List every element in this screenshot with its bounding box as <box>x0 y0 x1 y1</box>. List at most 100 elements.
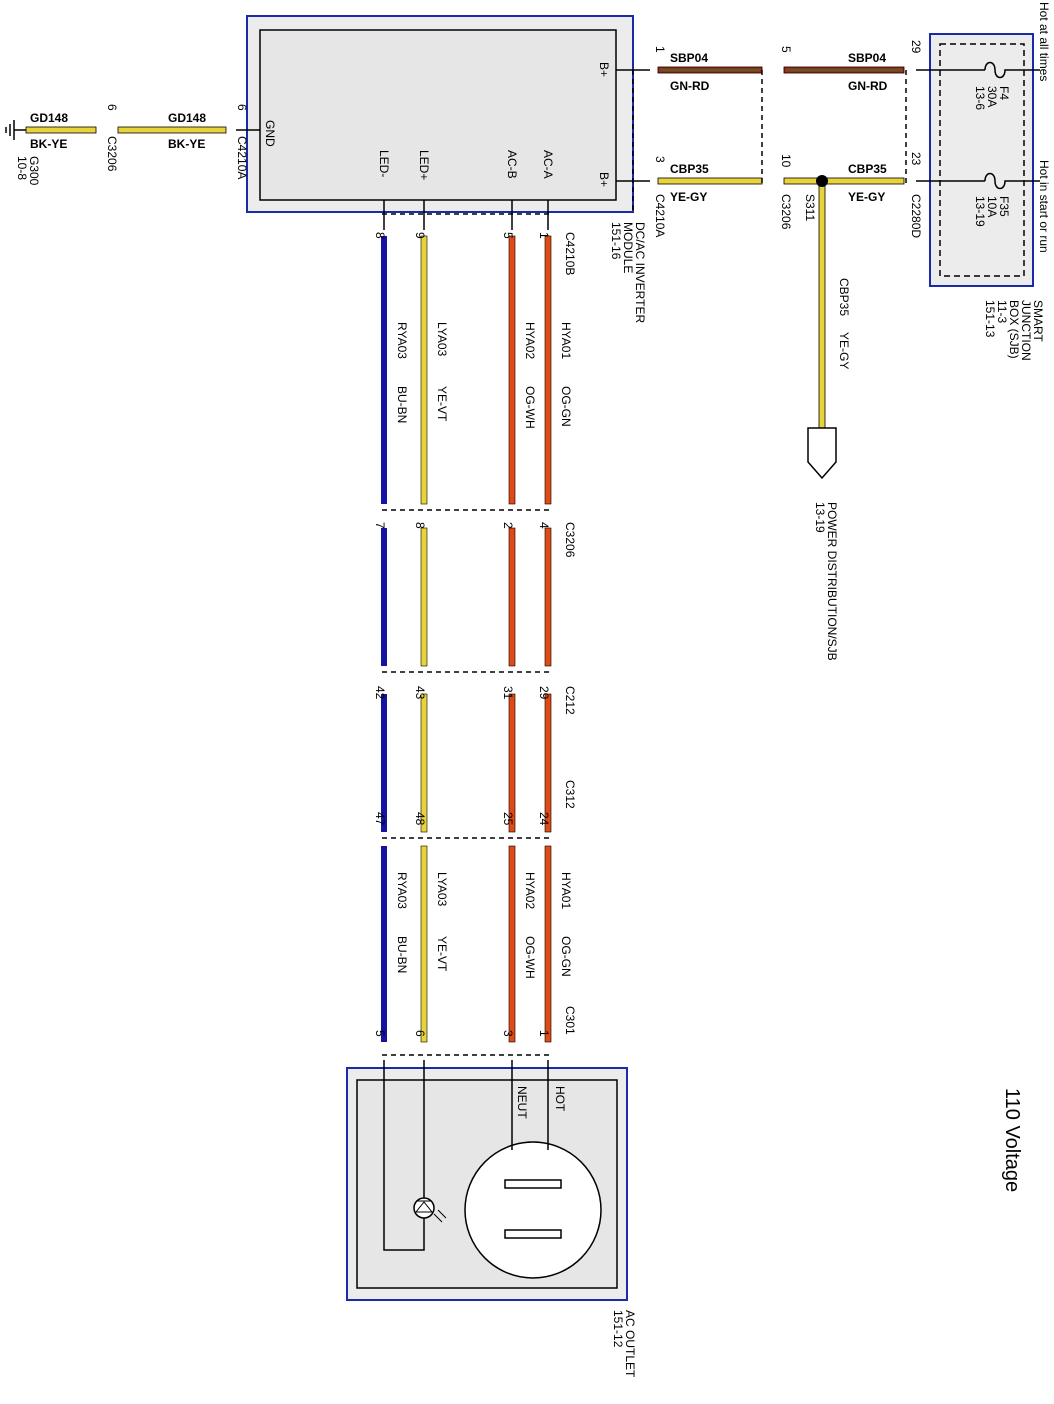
w4-circuit-lower: HYA01 <box>559 872 573 909</box>
s311-label: S311 <box>803 194 817 221</box>
pin-led-plus-label: LED+ <box>417 150 431 180</box>
c212-name: C212 <box>563 686 577 715</box>
w3-circuit-upper: HYA02 <box>523 322 537 359</box>
sjb-box <box>929 33 1034 287</box>
pin-23: 23 <box>909 152 923 166</box>
c4210a-gnd-pin: 6 <box>235 104 249 111</box>
w4-color-lower: OG-GN <box>559 936 573 977</box>
fuse-f4-id: F4 <box>997 86 1011 100</box>
fuse-f35-id: F35 <box>997 196 1011 217</box>
gd-right-circuit: GD148 <box>168 111 206 125</box>
c3206-b: C3206 <box>779 194 793 230</box>
pin-number: 31 <box>501 686 515 700</box>
w4-circuit-upper: HYA01 <box>559 322 573 359</box>
pin-ac-a-label: AC-A <box>541 150 555 179</box>
ac-outlet-box <box>346 1060 628 1301</box>
c4210b-name: C4210B <box>563 232 577 275</box>
fuse-f4-amps: 30A <box>985 86 999 107</box>
outlet-name: AC OUTLET <box>623 1310 637 1378</box>
pin-number: 47 <box>373 812 387 826</box>
sjb-name3: BOX (SJB) <box>1007 300 1021 359</box>
power-distribution-arrow <box>807 427 837 480</box>
cbp-right-circuit: CBP35 <box>848 162 887 176</box>
c3206-gnd: C3206 <box>105 136 119 172</box>
w1-circuit-lower: RYA03 <box>395 872 409 909</box>
pin-number: 48 <box>413 812 427 826</box>
w1-circuit-upper: RYA03 <box>395 322 409 359</box>
c3206-gnd-pin: 6 <box>105 104 119 111</box>
fuse-f4-icon <box>984 61 1040 79</box>
pin-number: 25 <box>501 812 515 826</box>
pin-number: 5 <box>501 232 515 239</box>
wire-hya01 <box>544 200 552 1043</box>
sbp-right-color: GN-RD <box>848 79 888 93</box>
cbp-down-color: YE-GY <box>837 332 851 369</box>
pin-number: 9 <box>413 232 427 239</box>
w3-circuit-lower: HYA02 <box>523 872 537 909</box>
fuse-f35-ref: 13-19 <box>973 196 987 227</box>
wire-cbp35 <box>616 175 985 480</box>
sbp-right-circuit: SBP04 <box>848 51 886 65</box>
w2-color-upper: YE-VT <box>435 386 449 422</box>
hot-start-run-label: Hot in start or run <box>1037 160 1051 253</box>
outlet-hot-label: HOT <box>553 1086 567 1112</box>
splice-s311 <box>816 175 828 187</box>
gd-left-circuit: GD148 <box>30 111 68 125</box>
w2-circuit-lower: LYA03 <box>435 872 449 907</box>
pin-10: 10 <box>779 154 793 168</box>
gd-left-color: BK-YE <box>30 137 67 151</box>
receptacle-slot <box>504 1229 562 1239</box>
c4210a-gnd: C4210A <box>235 136 249 179</box>
sjb-name: SMART <box>1031 300 1045 342</box>
wire-rya03 <box>381 200 387 1042</box>
c312-name: C312 <box>563 780 577 809</box>
w4-color-upper: OG-GN <box>559 386 573 427</box>
c3206-pins: 7 8 2 4 <box>373 522 551 529</box>
connector-dash-lines <box>382 213 552 1056</box>
pin-ac-b-label: AC-B <box>505 150 519 179</box>
power-dist-ref: 13-19 <box>813 502 827 533</box>
pin-1: 1 <box>653 46 667 53</box>
inverter-module <box>246 15 634 213</box>
led-icon <box>413 1197 447 1223</box>
fuse-f4-ref: 13-6 <box>973 86 987 110</box>
receptacle-slot <box>504 1179 562 1189</box>
pin-number: 6 <box>413 1030 427 1037</box>
ground-symbol <box>5 120 26 140</box>
pin-number: 8 <box>373 232 387 239</box>
inverter-name2: MODULE <box>621 222 635 273</box>
wire-gd148 <box>25 126 227 134</box>
pin-gnd-label: GND <box>263 120 277 147</box>
w1-color-upper: BU-BN <box>395 386 409 423</box>
pin-number: 1 <box>537 1030 551 1037</box>
c2280d: C2280D <box>909 194 923 238</box>
fuse-f35-icon <box>984 172 1040 190</box>
cbp-down-circuit: CBP35 <box>837 278 851 316</box>
pin-number: 29 <box>537 686 551 700</box>
pin-number: 7 <box>373 522 387 529</box>
sjb-ref2: 151-13 <box>983 300 997 338</box>
c301-pins: 5 6 3 1 <box>373 1030 551 1037</box>
c4210b-pins: 8 9 5 1 <box>373 232 551 239</box>
sjb-ref1: 11-3 <box>995 300 1009 323</box>
sbp-left-circuit: SBP04 <box>670 51 708 65</box>
gd-right-color: BK-YE <box>168 137 205 151</box>
ground-name: G300 <box>27 156 41 186</box>
diagram-title: 110 Voltage <box>1001 1088 1023 1192</box>
pin-5: 5 <box>779 46 793 53</box>
outlet-neut-label: NEUT <box>515 1086 529 1119</box>
hot-all-times-label: Hot at all times <box>1037 2 1051 81</box>
wire-hya02 <box>508 200 516 1043</box>
c212-pins: 42 43 31 29 <box>373 686 551 700</box>
w2-color-lower: YE-VT <box>435 936 449 972</box>
cbp-left-color: YE-GY <box>670 190 707 204</box>
w1-color-lower: BU-BN <box>395 936 409 973</box>
c301-name: C301 <box>563 1006 577 1035</box>
outlet-ref: 151-12 <box>611 1310 625 1348</box>
c312-pins: 47 48 25 24 <box>373 812 551 826</box>
pin-number: 3 <box>501 1030 515 1037</box>
receptacle-face <box>464 1141 602 1279</box>
pin-number: 24 <box>537 812 551 826</box>
